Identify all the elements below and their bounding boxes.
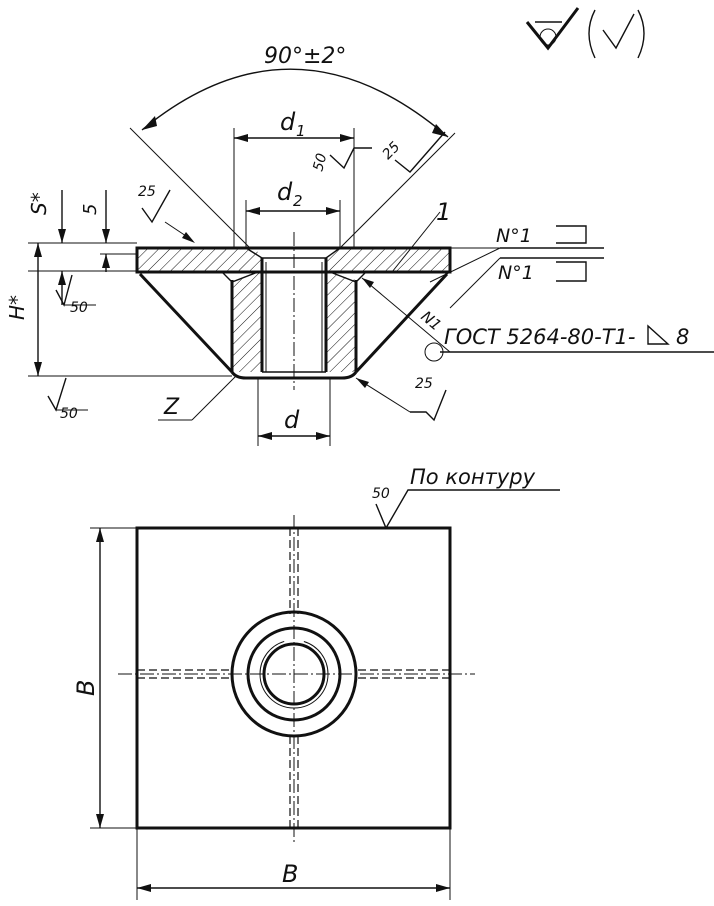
roughness-25-left-value: 25: [138, 184, 156, 200]
roughness-contour: 50 По контуру: [372, 465, 560, 530]
weld-standard: ГОСТ 5264-80-Т1-: [444, 325, 635, 349]
bore-circle: [262, 642, 326, 706]
d1-subscript: 1: [296, 122, 306, 140]
part-leader-1: 1: [391, 198, 451, 273]
part-number-1: 1: [436, 198, 451, 226]
boss-hatch-left: [232, 272, 262, 372]
d1-label: d: [280, 108, 296, 136]
roughness-25-bottom: 25: [355, 376, 447, 422]
weld-fillet-left: [220, 271, 259, 283]
d2-subscript: 2: [293, 192, 303, 210]
b-vertical-dimension: B: [72, 527, 137, 829]
boss-inner-circle: [246, 626, 342, 722]
h-star-dimension: H*: [5, 243, 232, 377]
plate-hatch-left: [137, 248, 262, 272]
roughness-sign-parenthesized: [588, 9, 645, 59]
fillet-weld-triangle: [647, 324, 670, 345]
d2-dimension: d 2: [245, 178, 341, 248]
roughness-25-right-value: 25: [380, 139, 404, 163]
angle-dimension: 90°±2°: [129, 44, 456, 249]
weld-symbol-2: N°1: [498, 262, 534, 284]
roughness-50-bottom-left-value: 50: [60, 406, 78, 422]
roughness-50-top: 50: [310, 147, 372, 173]
weld-bracket-2: [556, 261, 587, 282]
weld-symbol-1: N°1: [496, 225, 532, 247]
weld-bracket-1: [556, 225, 587, 244]
boss-outer-circle: [230, 610, 358, 738]
s-star-dimension: S* 5: [27, 190, 137, 305]
weld-fillet-right: [329, 271, 368, 283]
boss-hatch-right: [326, 272, 356, 372]
d1-dimension: d 1: [233, 108, 355, 248]
weld-callout: N°1 N°1 N1 ГОСТ 5264-80-Т1- 8: [352, 225, 714, 362]
weld-ref-mark: N1: [417, 307, 444, 334]
z-leader: Z: [158, 375, 237, 421]
roughness-50-bottom-left: 50: [47, 377, 88, 422]
roughness-50-small-value: 50: [70, 300, 88, 316]
d-label: d: [284, 406, 300, 434]
cone-right: [354, 272, 449, 374]
five-label: 5: [80, 204, 101, 215]
contour-note: По контуру: [410, 465, 536, 489]
section-view: [135, 232, 452, 390]
b-vertical-label: B: [72, 680, 100, 696]
z-label: Z: [163, 395, 180, 420]
roughness-25-right: 25: [380, 131, 446, 173]
h-star-label: H*: [5, 295, 29, 320]
angle-label: 90°±2°: [264, 44, 346, 69]
roughness-25-left: 25: [138, 184, 195, 243]
plate-hatch-right: [326, 248, 450, 272]
roughness-contour-value: 50: [372, 486, 390, 502]
d-dimension: d: [257, 378, 331, 446]
b-horizontal-label: B: [282, 860, 298, 888]
weld-leg-size: 8: [676, 325, 689, 349]
roughness-50-top-value: 50: [310, 152, 330, 173]
plan-view: [118, 515, 475, 845]
b-horizontal-dimension: B: [136, 828, 451, 900]
thread-circle: [259, 639, 329, 709]
roughness-25-bottom-value: 25: [415, 376, 433, 392]
roughness-sign-general: [525, 7, 580, 51]
cone-left: [138, 272, 234, 374]
s-star-label: S*: [27, 192, 51, 215]
roughness-50-small: 50: [55, 274, 96, 316]
d2-label: d: [277, 178, 293, 206]
